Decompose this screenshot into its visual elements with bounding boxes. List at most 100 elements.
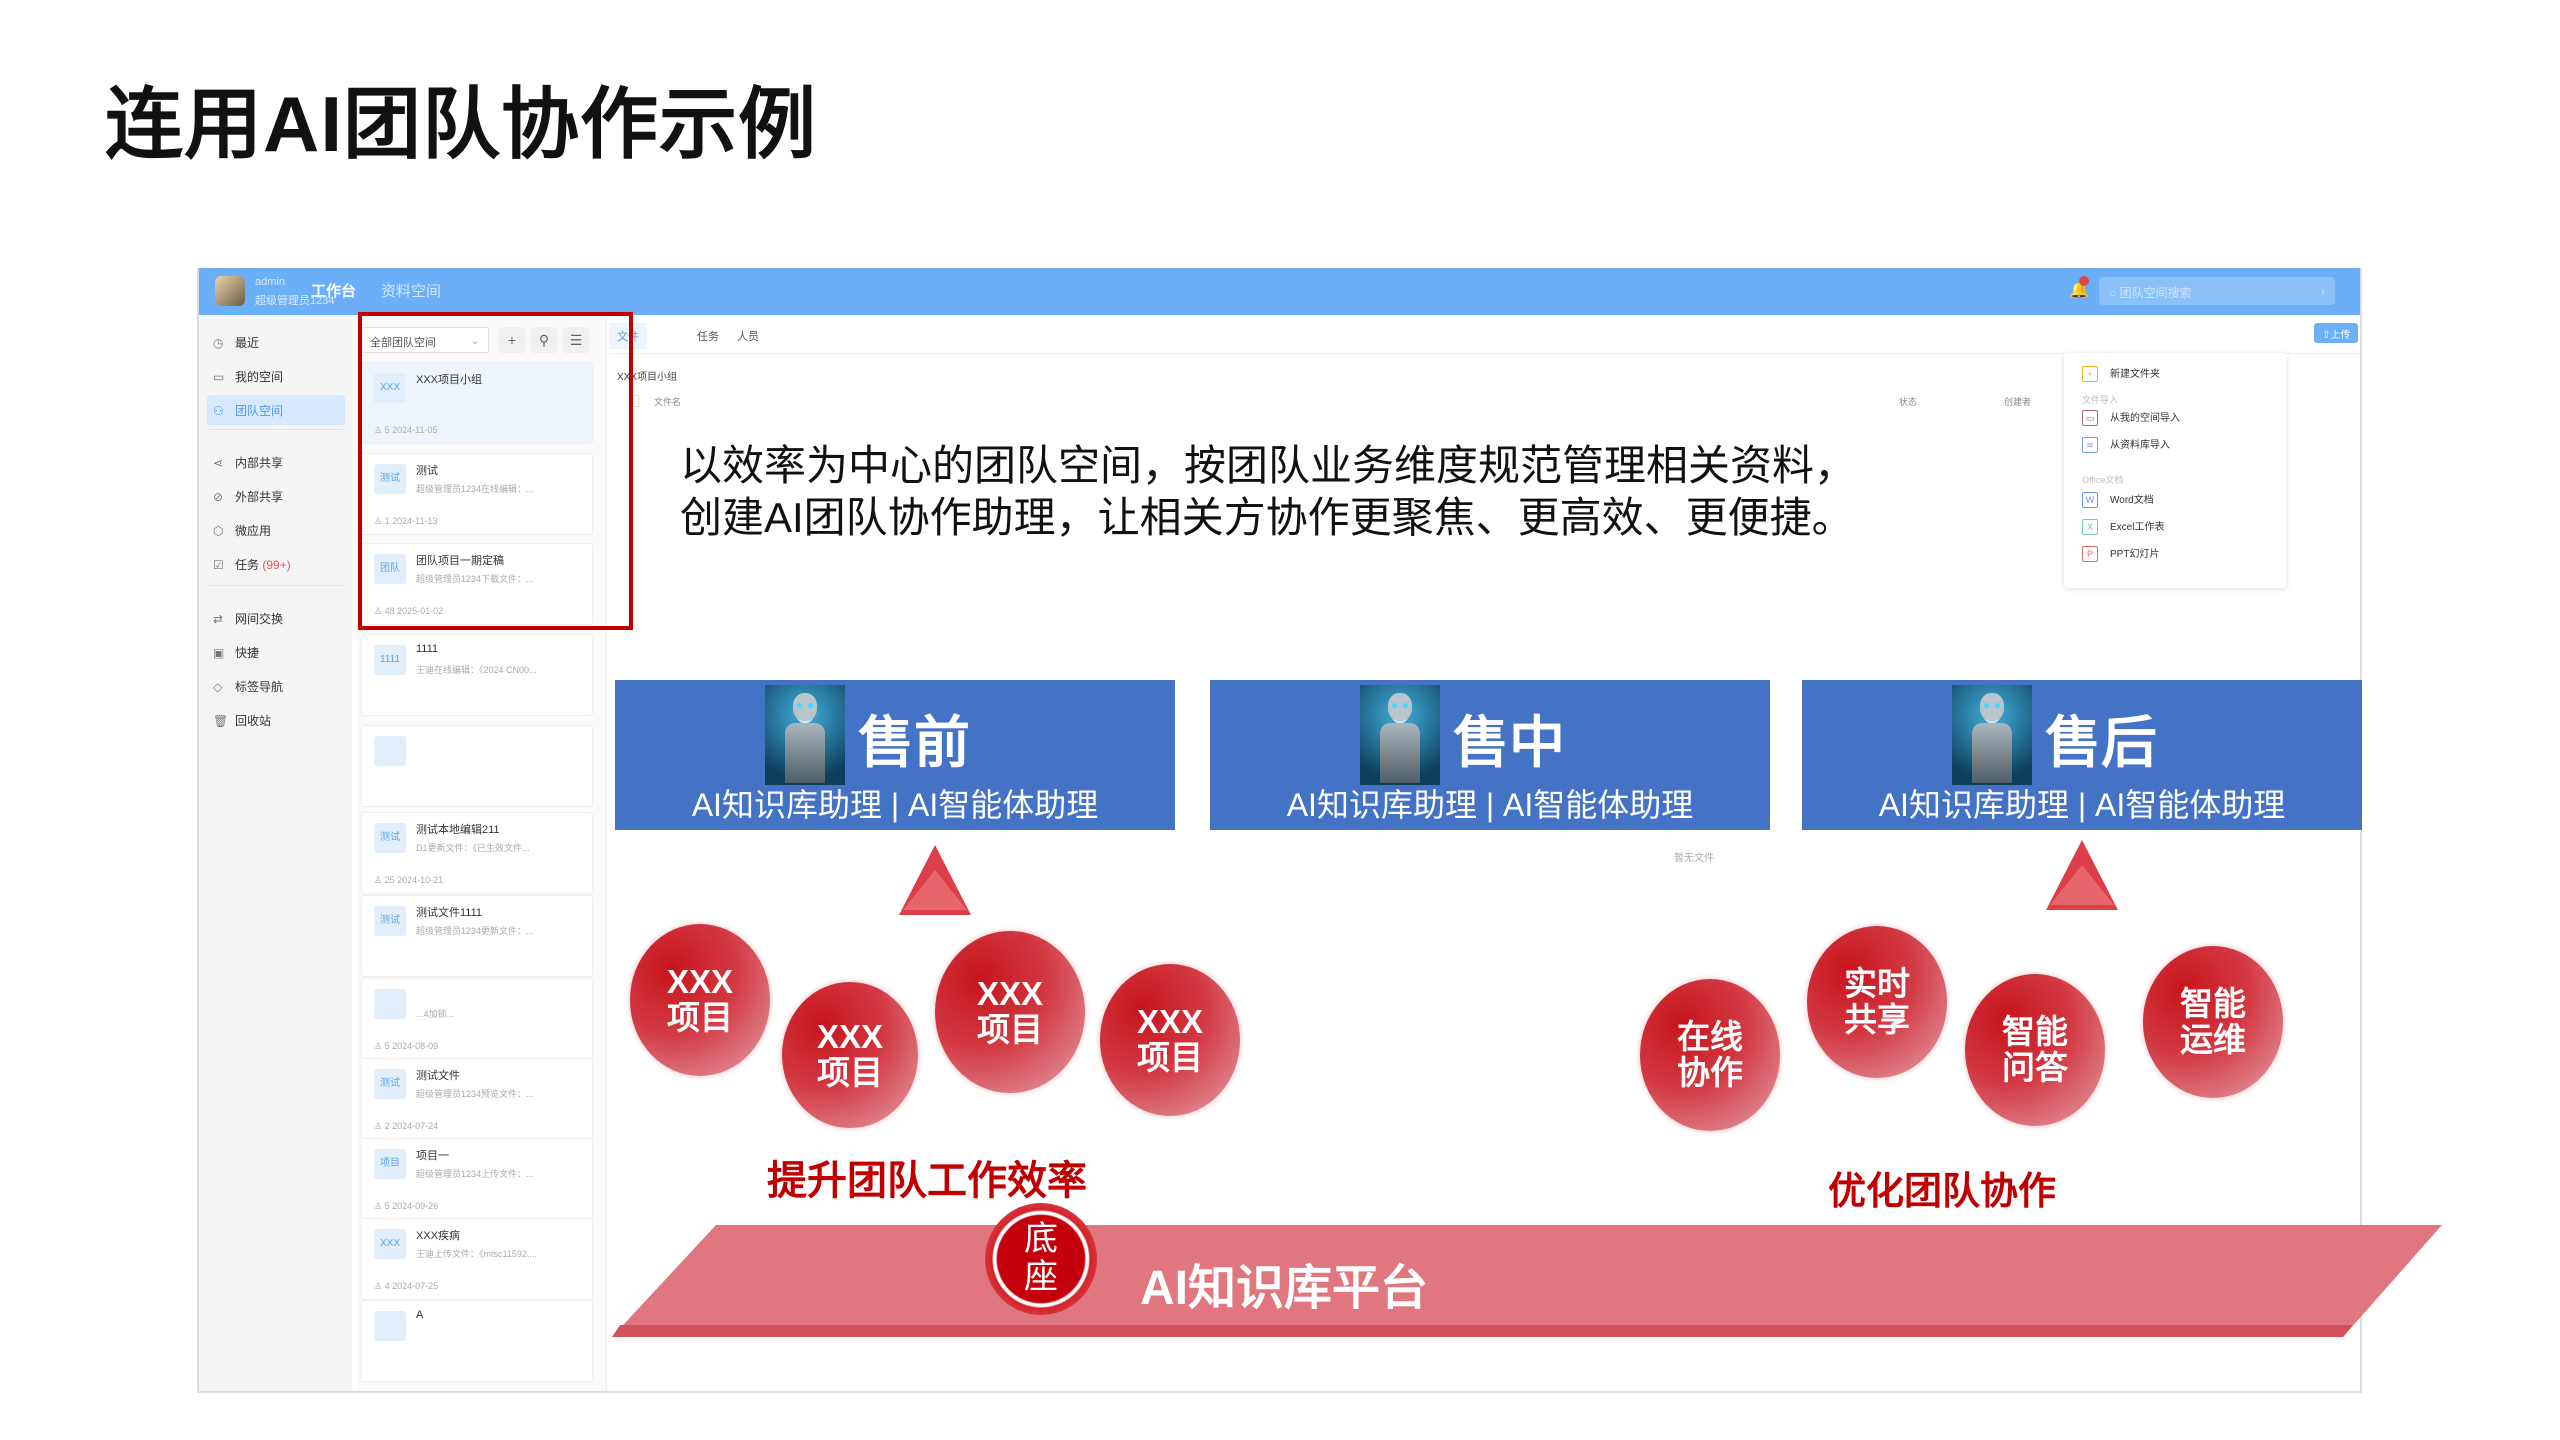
tab-files[interactable]: 文件: [609, 323, 647, 349]
bubble-line: 共享: [1844, 1000, 1910, 1038]
space-members-date: 5 2024-08-09: [384, 1041, 439, 1051]
space-card[interactable]: 测试 测试文件 超级管理员1234预览文件：... ♙ 2 2024-07-24: [361, 1058, 593, 1140]
space-card[interactable]: 项目 项目一 超级管理员1234上传文件：... ♙ 5 2024-09-26: [361, 1138, 593, 1220]
space-card[interactable]: 1111 1111 王迪在线编辑：《2024 CN00...: [361, 634, 593, 716]
sidebar-item[interactable]: ⬡微应用: [207, 515, 345, 545]
robot-body: [1972, 723, 2012, 783]
space-title: 测试本地编辑211: [416, 824, 500, 836]
bubble-line: 协作: [1677, 1053, 1743, 1091]
bubble-line: 项目: [1136, 1038, 1203, 1076]
sidebar-item-label: 外部共享: [235, 490, 284, 504]
column-creator[interactable]: 创建者: [2004, 397, 2032, 407]
platform-band: [612, 1225, 2442, 1337]
stage-banner: 售后 AI知识库助理 | AI智能体助理: [1802, 680, 2362, 830]
space-title: 团队项目一期定稿: [416, 555, 504, 567]
bubble-line: XXX: [1136, 1002, 1204, 1040]
notification-badge: [2079, 276, 2089, 286]
sidebar-item[interactable]: ⚇团队空间: [207, 395, 345, 425]
right-caption: 优化团队协作: [1828, 1171, 2057, 1213]
menu-from-library[interactable]: ≋ 从资料库导入: [2082, 436, 2170, 454]
user-icon: ♙: [374, 1121, 383, 1131]
bubble-line: 项目: [666, 998, 733, 1036]
sidebar-item[interactable]: ⊘ 外部共享: [207, 481, 345, 511]
menu-new-folder[interactable]: +新建文件夹: [2082, 365, 2160, 383]
menu-group-office: Office文档: [2082, 475, 2124, 485]
sidebar-item-label: 任务: [235, 558, 260, 572]
bubble-line: XXX: [976, 975, 1044, 1012]
space-list: 全部团队空间⌄ + ⚲ ☰ XXX XXX项目小组 ♙ 5 2024-11-05…: [357, 315, 607, 1391]
link-icon: ⊘: [213, 490, 224, 504]
space-card[interactable]: 测试 测试本地编辑211 D1更新文件：《已生效文件... ♙ 25 2024-…: [361, 812, 593, 894]
robot-image: [765, 685, 845, 785]
task-icon: ☑: [213, 558, 224, 572]
avatar[interactable]: [215, 276, 245, 306]
sidebar-item[interactable]: ⇄网间交换: [207, 603, 345, 633]
description: 以效率为中心的团队空间，按团队业务维度规范管理相关资料， 创建AI团队协作助理，…: [680, 440, 1856, 544]
bubble-line: 在线: [1677, 1017, 1743, 1055]
space-card[interactable]: 团队 团队项目一期定稿 超级管理员1234下载文件：... ♙ 48 2025-…: [361, 543, 593, 625]
search-placeholder: 团队空间搜索: [2119, 286, 2192, 300]
sidebar-item[interactable]: ⋖内部共享: [207, 447, 345, 477]
tab-library[interactable]: 资料空间: [381, 283, 442, 300]
stage-subtitle: AI知识库助理 | AI智能体助理: [1286, 787, 1694, 823]
user-icon: ♙: [374, 516, 383, 526]
space-tag: 1111: [374, 645, 406, 675]
space-members-date: 48 2025-01-02: [384, 606, 444, 616]
bubble-line: XXX: [666, 962, 734, 1000]
space-meta: ♙ 5 2024-08-09: [374, 1041, 438, 1052]
space-filter-dropdown[interactable]: 全部团队空间⌄: [361, 327, 489, 353]
tab-workbench[interactable]: 工作台: [311, 283, 357, 300]
sidebar-item[interactable]: ▭我的空间: [207, 361, 345, 391]
tab-people[interactable]: 人员: [737, 331, 759, 343]
tab-tasks[interactable]: 任务: [697, 331, 719, 343]
sidebar-item[interactable]: ◇标签导航: [207, 671, 345, 701]
space-card[interactable]: XXX XXX项目小组 ♙ 5 2024-11-05: [361, 362, 593, 444]
robot-body: [1380, 723, 1420, 783]
space-tag: 测试: [374, 906, 406, 936]
space-card[interactable]: ...4加锁... ♙ 5 2024-08-09: [361, 978, 593, 1060]
menu-label: 从资料库导入: [2110, 440, 2170, 451]
menu-from-my-space[interactable]: ▭从我的空间导入: [2082, 409, 2180, 427]
platform-title: AI知识库平台: [1140, 1262, 1429, 1315]
search-input[interactable]: ○ 团队空间搜索›: [2099, 277, 2335, 305]
sidebar-item[interactable]: ▣快捷: [207, 637, 345, 667]
sidebar-item[interactable]: ☑任务 (99+): [207, 549, 345, 579]
space-card[interactable]: 测试 测试文件1111 超级管理员1234更新文件：...: [361, 895, 593, 977]
space-tag: XXX: [374, 1229, 406, 1259]
sidebar-item-label: 我的空间: [235, 370, 284, 384]
feature-bubble: 智能问答: [1965, 974, 2105, 1126]
space-card[interactable]: [361, 725, 593, 807]
upload-button[interactable]: ⇧上传: [2314, 323, 2359, 343]
search-icon[interactable]: ⚲: [531, 327, 557, 353]
tag-icon: ◇: [213, 680, 223, 694]
divider: [207, 429, 345, 430]
sidebar-item-label: 团队空间: [235, 404, 284, 418]
layers-icon: ≋: [2082, 437, 2098, 454]
bubble-line: 智能: [2002, 1012, 2068, 1050]
sort-icon[interactable]: ☰: [563, 327, 589, 353]
stage-banner: 售前 AI知识库助理 | AI智能体助理: [615, 680, 1175, 830]
column-filename[interactable]: 文件名: [654, 397, 682, 407]
space-card[interactable]: XXX XXX疾病 王迪上传文件：《mtsc11592.... ♙ 4 2024…: [361, 1218, 593, 1300]
space-meta: ♙ 2 2024-07-24: [374, 1121, 438, 1132]
add-button[interactable]: +: [499, 327, 525, 353]
space-activity: 超级管理员1234在线编辑：...: [416, 484, 534, 494]
sidebar-item[interactable]: 🗑回收站: [207, 705, 345, 735]
robot-eye: [1984, 703, 1989, 708]
app-header: admin 超级管理员1234 工作台 资料空间 🔔 ○ 团队空间搜索›: [199, 268, 2360, 315]
space-card[interactable]: A: [361, 1300, 593, 1382]
column-status[interactable]: 状态: [1899, 397, 1918, 407]
menu-label: Excel工作表: [2110, 522, 2165, 533]
divider: [207, 585, 345, 586]
bell-icon[interactable]: 🔔: [2069, 282, 2089, 299]
platform-edge: [612, 1325, 2353, 1337]
space-tag: XXX: [374, 373, 406, 403]
sidebar-item[interactable]: ◷最近: [207, 327, 345, 357]
space-card[interactable]: 测试 测试 超级管理员1234在线编辑：... ♙ 1 2024-11-13: [361, 453, 593, 535]
space-members-date: 25 2024-10-21: [384, 875, 444, 885]
space-members-date: 5 2024-11-05: [384, 425, 438, 435]
